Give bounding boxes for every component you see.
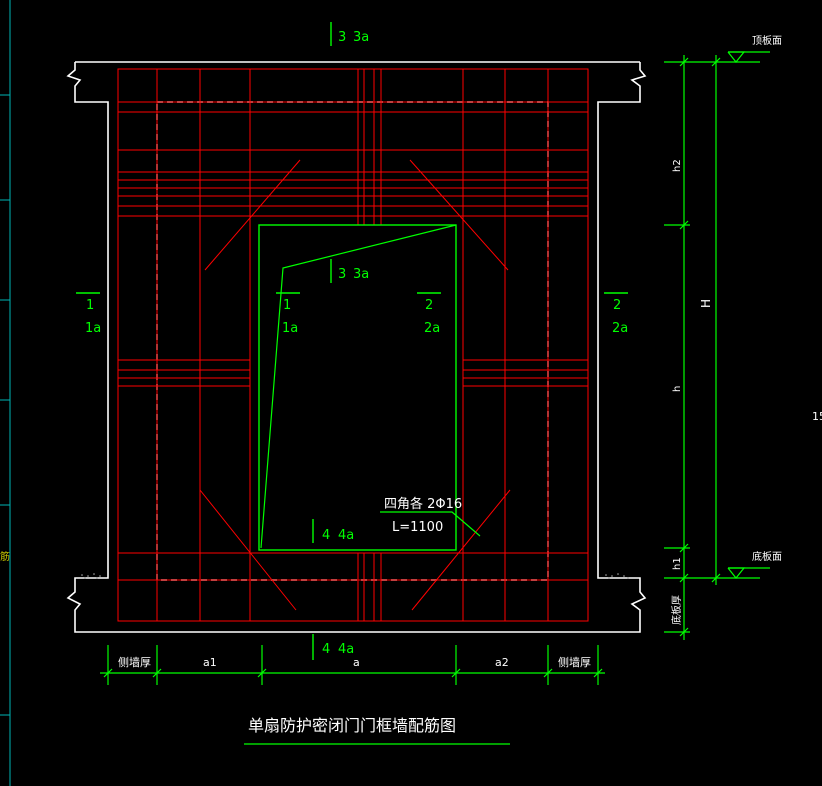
section-marks (76, 22, 628, 660)
bottom-dimension-chain (100, 645, 605, 685)
section-inner-bottom-ref: 4a (338, 528, 354, 543)
level-top: 顶板面 (752, 34, 782, 47)
section-inner-top-num: 3 (338, 267, 346, 282)
section-bottom-ref: 4a (338, 642, 354, 657)
section-inner-top-ref: 3a (353, 267, 369, 282)
opening-leader (260, 224, 457, 549)
section-left-ref: 1a (85, 321, 101, 336)
section-left-num: 1 (86, 298, 94, 313)
section-inner-left-ref: 1a (282, 321, 298, 336)
drawing-title: 单扇防护密闭门门框墙配筋图 (248, 716, 456, 735)
section-inner-bottom-num: 4 (322, 528, 330, 543)
dim-H: H (699, 299, 713, 308)
corner-note-line1: 四角各 2Φ16 (384, 496, 462, 512)
section-labels: 3 3a 3 3a 1 1a 1 1a 2 2a 2 2a 4 4a 4 4a (85, 30, 628, 657)
dim-side-wall-left: 侧墙厚 (118, 655, 151, 669)
section-top-ref: 3a (353, 30, 369, 45)
section-right-num: 2 (613, 298, 621, 313)
door-frame-dashed-outline (156, 101, 549, 581)
section-inner-left-num: 1 (283, 298, 291, 313)
wall-outline (66, 61, 647, 633)
section-right-ref: 2a (612, 321, 628, 336)
section-bottom-num: 4 (322, 642, 330, 657)
dim-h2: h2 (672, 159, 683, 172)
floor-hatch-left (81, 573, 101, 579)
corner-note: 四角各 2Φ16 L=1100 (380, 496, 481, 537)
level-bottom: 底板面 (752, 550, 782, 563)
right-edge-text: 15 (812, 410, 822, 423)
dim-a1: a1 (203, 656, 217, 669)
dim-h: h (672, 386, 683, 392)
dim-base-thickness: 底板厚 (670, 595, 683, 625)
corner-note-line2: L=1100 (392, 520, 443, 535)
floor-hatch-right (605, 573, 629, 579)
door-opening (258, 224, 457, 551)
right-dimension-chain (664, 51, 770, 640)
section-inner-right-ref: 2a (424, 321, 440, 336)
dim-side-wall-right: 侧墙厚 (558, 655, 591, 669)
dim-a2: a2 (495, 656, 509, 669)
right-dimension-labels: 顶板面 底板面 h2 H h h1 底板厚 (670, 34, 782, 625)
left-edge (0, 0, 11, 786)
dim-a: a (353, 656, 360, 669)
rebar-grid (117, 68, 589, 622)
section-top-num: 3 (338, 30, 346, 45)
section-inner-right-num: 2 (425, 298, 433, 313)
dim-h1: h1 (672, 557, 683, 570)
left-edge-text: 筋 (0, 550, 10, 563)
bottom-dimension-labels: 侧墙厚 a1 a a2 侧墙厚 (118, 655, 591, 669)
